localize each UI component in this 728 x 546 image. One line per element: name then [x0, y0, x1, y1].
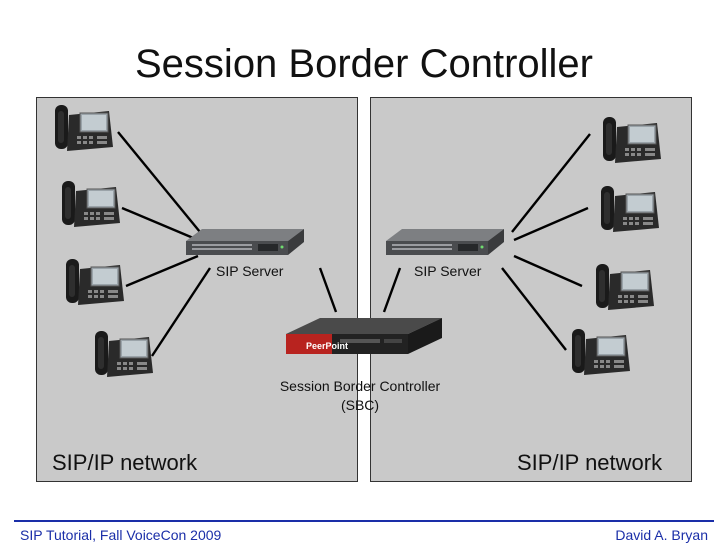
sbc-label-line1: Session Border Controller [279, 378, 441, 394]
ip-phone-icon [600, 185, 660, 233]
ip-phone-icon [602, 116, 662, 164]
ip-phone-icon [595, 263, 655, 311]
rack-server-icon [386, 229, 504, 255]
sbc-label-line2: (SBC) [340, 397, 380, 413]
footer-left-text: SIP Tutorial, Fall VoiceCon 2009 [20, 527, 222, 543]
footer-divider [14, 520, 714, 522]
right-server-label: SIP Server [414, 263, 482, 279]
slide-title: Session Border Controller [135, 42, 593, 86]
ip-phone-icon [65, 258, 125, 306]
ip-phone-icon [54, 104, 114, 152]
ip-phone-icon [571, 328, 631, 376]
ip-phone-icon [94, 330, 154, 378]
sbc-appliance-icon: PeerPoint [286, 318, 442, 354]
rack-server-icon [186, 229, 304, 255]
left-network-label: SIP/IP network [52, 450, 198, 475]
connection-lines [117, 131, 591, 357]
right-network-label: SIP/IP network [517, 450, 663, 475]
left-server-label: SIP Server [216, 263, 284, 279]
footer-right-text: David A. Bryan [615, 527, 708, 543]
sbc-brand-label: PeerPoint [306, 341, 348, 351]
sbc-label: Session Border Controller (SBC) [250, 377, 470, 415]
ip-phone-icon [61, 180, 121, 228]
